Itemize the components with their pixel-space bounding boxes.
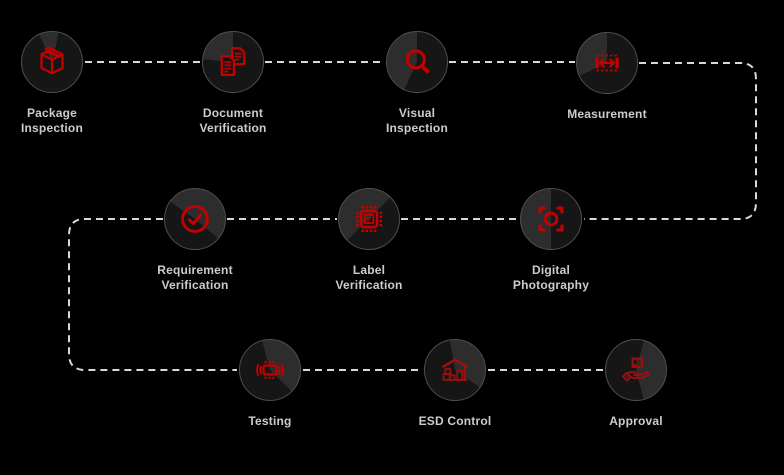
- step-circle: [424, 339, 486, 401]
- step-circle: [164, 188, 226, 250]
- step-label: Approval: [566, 414, 706, 429]
- step-label-line: Photography: [512, 278, 590, 292]
- step-label-line: Verification: [335, 278, 403, 292]
- dashed-connector: [68, 218, 237, 371]
- hand-box-icon: [618, 352, 654, 388]
- magnifier-icon: [399, 44, 435, 80]
- dashed-connector: [584, 62, 757, 220]
- check-circle-icon: [177, 201, 213, 237]
- warehouse-icon: [437, 352, 473, 388]
- step-circle: [520, 188, 582, 250]
- step-label-line: Testing: [248, 414, 292, 428]
- package-icon: [34, 44, 70, 80]
- step-label-line: Approval: [609, 414, 663, 428]
- step-label-line: Verification: [161, 278, 229, 292]
- step-circle: [202, 31, 264, 93]
- step-label-line: ESD Control: [418, 414, 492, 428]
- step-label-line: Visual: [398, 106, 436, 120]
- step-label-line: Measurement: [567, 107, 647, 121]
- chip-label-icon: [351, 201, 387, 237]
- step-label-line: Document: [202, 106, 264, 120]
- step-circle: [386, 31, 448, 93]
- step-circle: [239, 339, 301, 401]
- step-circle: [605, 339, 667, 401]
- vibration-test-icon: [252, 352, 288, 388]
- step-label: Measurement: [537, 107, 677, 122]
- step-circle: [21, 31, 83, 93]
- documents-icon: [215, 44, 251, 80]
- measure-arrow-icon: [589, 45, 625, 81]
- step-label-line: Digital: [531, 263, 571, 277]
- step-circle: [576, 32, 638, 94]
- step-label-line: Requirement: [157, 263, 233, 277]
- step-label-line: Label: [352, 263, 386, 277]
- step-label: Testing: [200, 414, 340, 429]
- step-circle: [338, 188, 400, 250]
- step-label-line: Inspection: [20, 121, 83, 135]
- step-label: ESD Control: [385, 414, 525, 429]
- step-label-line: Package: [26, 106, 78, 120]
- step-label-line: Inspection: [385, 121, 448, 135]
- camera-focus-icon: [533, 201, 569, 237]
- step-label-line: Verification: [199, 121, 267, 135]
